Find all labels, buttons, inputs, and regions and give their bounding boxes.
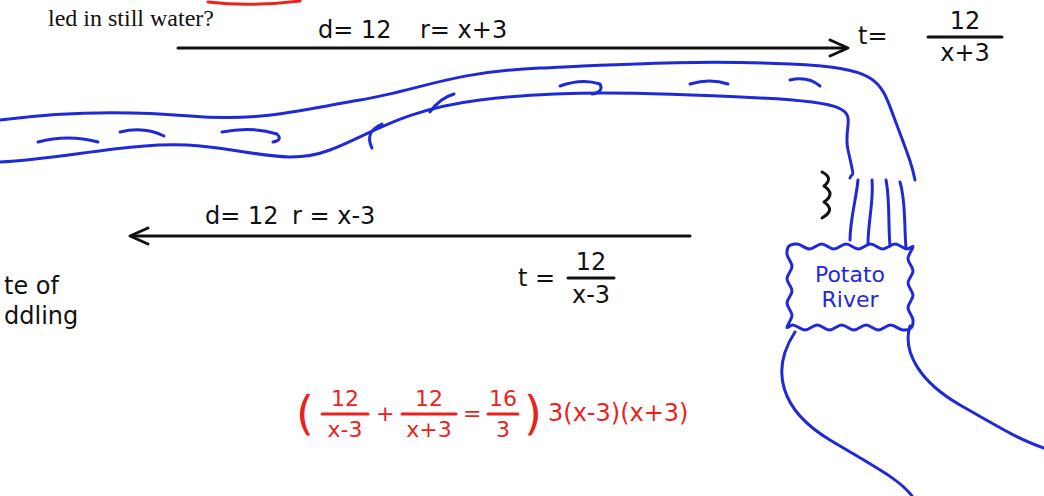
fraction-numerator: 12 (950, 9, 981, 33)
river-ripple (790, 79, 820, 86)
river-ripple (370, 124, 382, 148)
equation-multiplier: 3(x-3)(x+3) (548, 401, 688, 425)
red-underline (208, 1, 300, 4)
fraction-denominator: x-3 (572, 283, 610, 307)
fraction-bar (402, 413, 456, 416)
equation-operator: + (376, 403, 394, 425)
arrow-head (830, 40, 848, 56)
fraction-bar (928, 36, 1002, 39)
river-ripple (38, 138, 98, 142)
box-label: Potato River (805, 262, 895, 313)
river-bank (0, 93, 853, 178)
river-bank (0, 62, 915, 180)
rate-note: r = x-3 (292, 204, 375, 228)
distance-note: d= 12 (318, 18, 392, 42)
river-bank (782, 332, 912, 496)
fraction-numerator: 12 (331, 388, 359, 410)
time-note: t = (518, 266, 555, 290)
fraction-bar (322, 413, 368, 416)
squiggle (822, 172, 830, 218)
river-ripple (430, 94, 454, 112)
direction-arrow (132, 235, 690, 238)
river-bank (908, 326, 1044, 448)
equation-paren: ) (524, 390, 542, 436)
river-ripple (222, 129, 279, 142)
margin-note: ddling (4, 304, 78, 328)
fraction-denominator: x+3 (406, 419, 451, 441)
fraction-bar (488, 413, 518, 416)
waterfall-line (868, 180, 872, 244)
waterfall-line (886, 180, 890, 246)
fraction-denominator: x+3 (940, 41, 990, 65)
fraction-numerator: 12 (576, 250, 607, 274)
fraction-bar (568, 277, 614, 280)
time-note: t= (858, 24, 888, 48)
river-ripple (560, 81, 601, 94)
distance-note: d= 12 (205, 204, 279, 228)
river-ripple (120, 130, 164, 136)
fraction-numerator: 16 (489, 388, 517, 410)
river-ripple (690, 81, 728, 84)
box-outline (787, 244, 913, 330)
arrow-head (130, 228, 148, 244)
river-box: Potato River (785, 242, 915, 332)
fraction-denominator: 3 (496, 419, 510, 441)
fraction-numerator: 12 (415, 388, 443, 410)
fraction-denominator: x-3 (328, 419, 363, 441)
question-text: led in still water? (48, 6, 214, 30)
margin-note: te of (4, 274, 59, 298)
rate-note: r= x+3 (420, 18, 507, 42)
waterfall-line (850, 180, 858, 240)
direction-arrow (178, 47, 846, 50)
equation-operator: = (463, 403, 481, 425)
waterfall-line (900, 182, 906, 248)
equation-paren: ( (296, 390, 314, 436)
